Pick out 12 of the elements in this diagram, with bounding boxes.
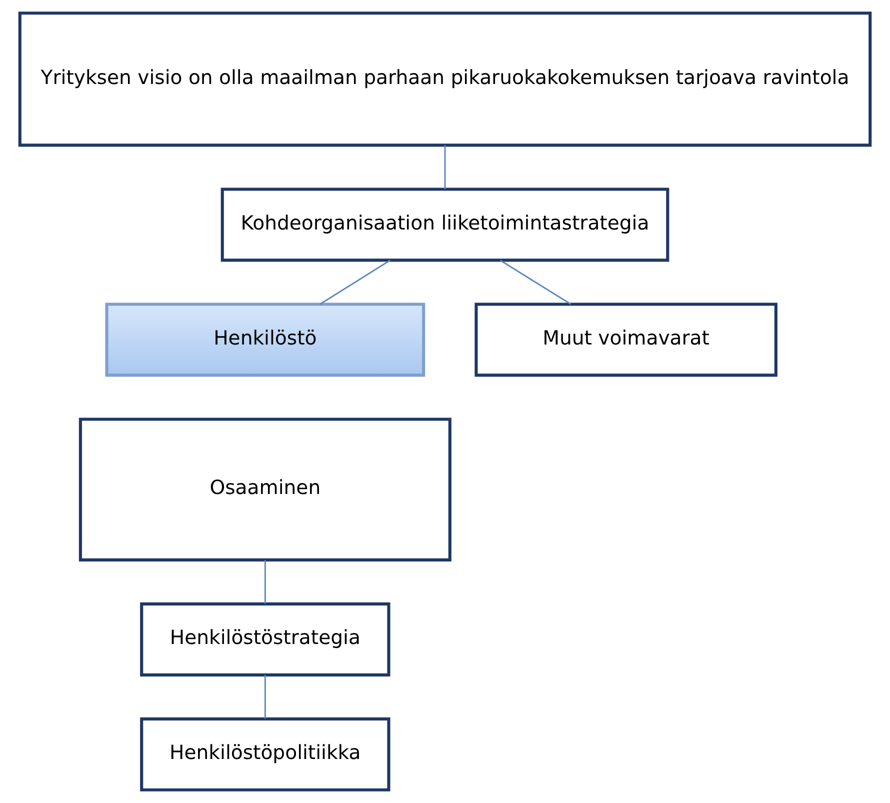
connector xyxy=(444,145,446,189)
connector xyxy=(264,560,266,604)
node-box: Kohdeorganisaation liiketoimintastrategia xyxy=(220,188,670,262)
connector xyxy=(320,260,390,305)
connector xyxy=(264,675,266,719)
node-box: Henkilöstöstrategia xyxy=(140,602,390,676)
node-box: Muut voimavarat xyxy=(474,302,778,377)
node-box: Yrityksen visio on olla maailman parhaan pikaruokakokemuksen tarjoava ravintola xyxy=(18,12,872,147)
node-box: Henkilöstöpolitiikka xyxy=(140,717,390,792)
node-box: Osaaminen xyxy=(78,418,452,562)
node-box: Henkilöstö xyxy=(105,302,426,377)
connector xyxy=(500,260,572,305)
